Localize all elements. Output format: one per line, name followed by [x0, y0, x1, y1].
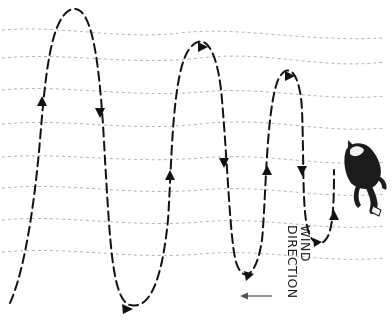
arrowhead-icon — [262, 165, 272, 175]
wind-lines — [1, 28, 386, 260]
wind-line — [1, 87, 386, 98]
wind-line — [1, 185, 386, 196]
arrowhead-icon — [37, 96, 47, 106]
arrowhead-icon — [313, 238, 322, 247]
running-dog-icon — [344, 140, 387, 217]
arrowhead-icon — [165, 170, 175, 180]
arrowhead-icon — [198, 42, 208, 52]
wind-label-line1: WIND — [298, 225, 313, 263]
arrowhead-icon — [219, 158, 229, 168]
wind-direction-label: WIND DIRECTION — [285, 225, 313, 299]
wind-line — [1, 55, 386, 65]
arrowhead-icon — [244, 271, 254, 281]
search-path — [9, 7, 335, 307]
arrowhead-icon — [285, 71, 295, 81]
arrowhead-icon — [329, 210, 339, 220]
arrowhead-icon — [297, 166, 307, 176]
arrowhead-icon — [122, 304, 133, 314]
arrow-left-icon — [240, 292, 272, 300]
wind-line — [1, 28, 386, 40]
wind-line — [1, 249, 386, 260]
path-arrows — [37, 42, 339, 314]
wind-line — [1, 155, 386, 164]
wind-line — [1, 121, 386, 130]
wind-line — [1, 217, 386, 228]
wind-label-line2: DIRECTION — [285, 225, 300, 299]
arrowhead-icon — [95, 108, 105, 118]
